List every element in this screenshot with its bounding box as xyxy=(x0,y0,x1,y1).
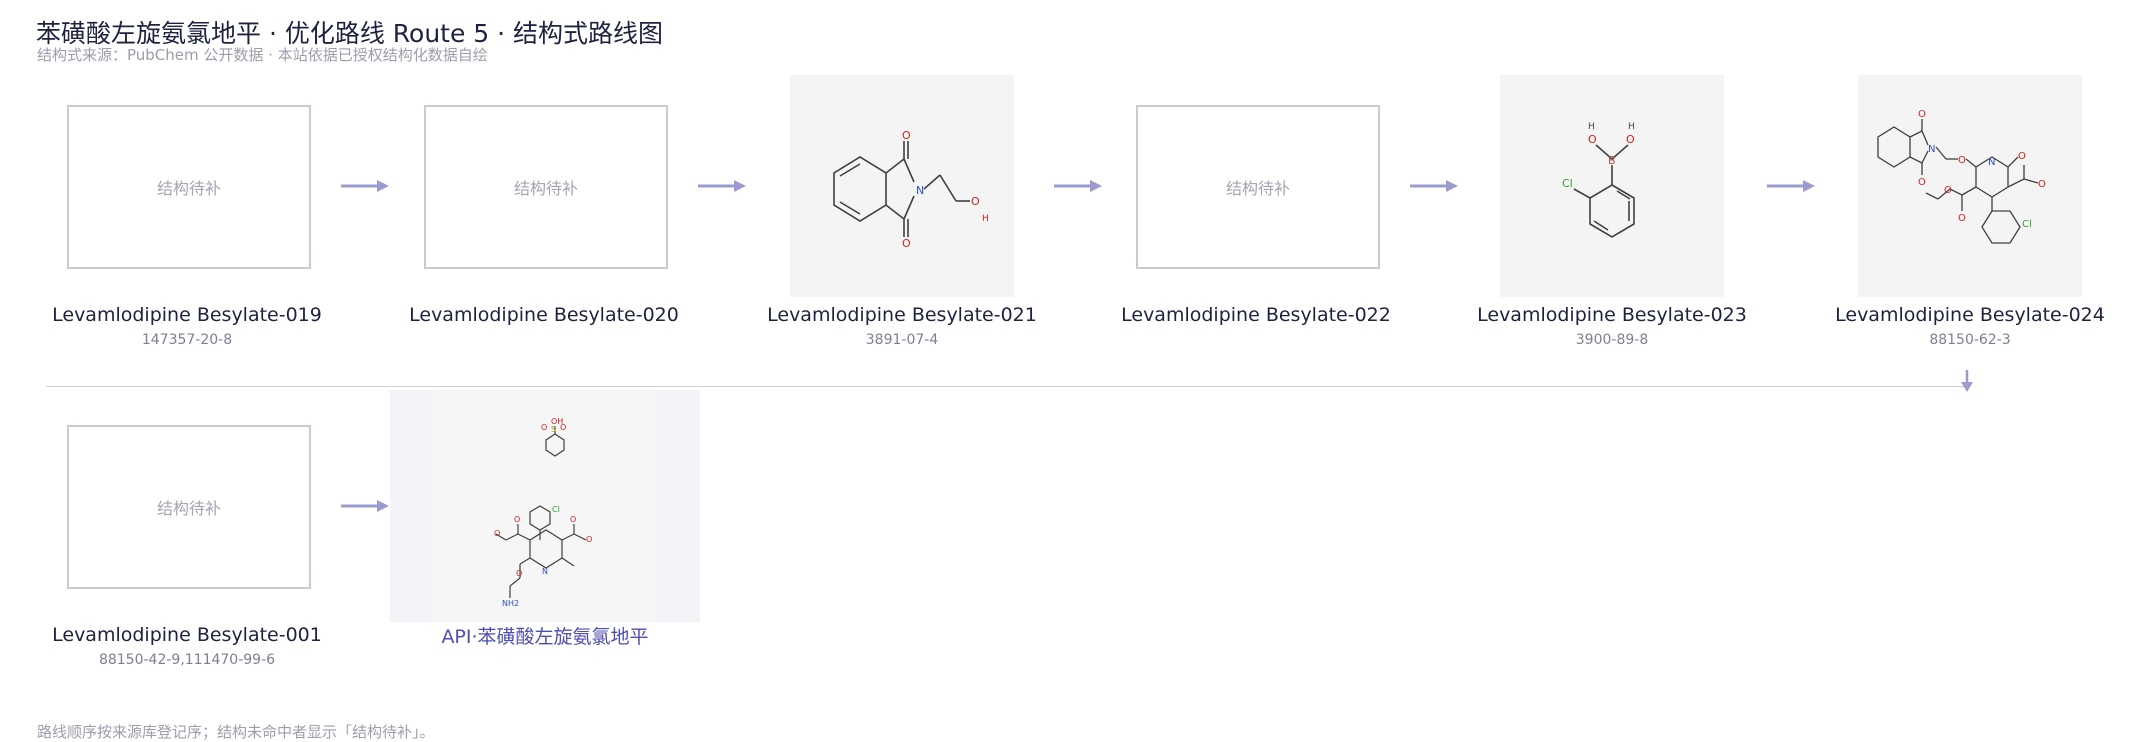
svg-text:O: O xyxy=(494,529,500,538)
route-node-021[interactable]: N O O O H Levamlodipine Besylate-021 389… xyxy=(752,75,1052,355)
svg-text:OH: OH xyxy=(551,417,563,426)
svg-text:O: O xyxy=(1944,185,1952,196)
placeholder-label: 结构待补 xyxy=(156,499,221,518)
placeholder-label: 结构待补 xyxy=(1225,179,1290,198)
svg-text:O: O xyxy=(586,535,592,544)
svg-text:N: N xyxy=(542,567,548,576)
structure-image-phthalimido-amlodipine: N O O O N O O O O Cl xyxy=(1858,75,2082,297)
svg-text:O: O xyxy=(514,515,520,524)
compound-name: Levamlodipine Besylate-019 xyxy=(52,304,322,326)
svg-text:Cl: Cl xyxy=(1562,177,1573,190)
svg-text:O: O xyxy=(902,129,911,142)
compound-name: Levamlodipine Besylate-001 xyxy=(52,624,322,646)
svg-text:O: O xyxy=(516,569,522,578)
svg-text:S: S xyxy=(551,425,556,434)
compound-name: Levamlodipine Besylate-023 xyxy=(1477,304,1747,326)
structure-image-levamlodipine-besylate: OH O S O Cl O O O O N O NH2 xyxy=(390,390,700,622)
svg-text:O: O xyxy=(1588,133,1597,146)
footnote: 路线顺序按来源库登记序；结构未命中者显示「结构待补」。 xyxy=(37,723,435,741)
route-node-019[interactable]: 结构待补 Levamlodipine Besylate-019 147357-2… xyxy=(37,75,337,355)
compound-name: Levamlodipine Besylate-022 xyxy=(1121,304,1391,326)
svg-text:O: O xyxy=(1918,109,1926,120)
structure-placeholder: 结构待补 xyxy=(67,105,311,269)
svg-text:H: H xyxy=(1588,122,1595,132)
route-arrow-right xyxy=(698,180,746,192)
route-node-001[interactable]: 结构待补 Levamlodipine Besylate-001 88150-42… xyxy=(37,395,337,675)
svg-text:N: N xyxy=(1928,144,1935,155)
row-connector-line xyxy=(46,386,1970,387)
placeholder-label: 结构待补 xyxy=(513,179,578,198)
route-arrow-right xyxy=(1767,180,1815,192)
svg-text:O: O xyxy=(1958,213,1966,224)
svg-text:O: O xyxy=(2038,179,2046,190)
route-arrow-right xyxy=(1054,180,1102,192)
structure-placeholder: 结构待补 xyxy=(424,105,668,269)
placeholder-label: 结构待补 xyxy=(156,179,221,198)
cas-number: 3900-89-8 xyxy=(1575,332,1649,348)
page-title: 苯磺酸左旋氨氯地平 · 优化路线 Route 5 · 结构式路线图 xyxy=(36,19,664,48)
structure-placeholder: 结构待补 xyxy=(67,425,311,589)
svg-text:O: O xyxy=(902,237,911,250)
svg-text:O: O xyxy=(971,195,980,208)
route-node-024[interactable]: N O O O N O O O O Cl Levamlodipine Besyl… xyxy=(1820,75,2120,355)
svg-text:O: O xyxy=(560,423,566,432)
svg-text:Cl: Cl xyxy=(552,505,560,514)
svg-text:H: H xyxy=(982,214,989,224)
cas-number: 147357-20-8 xyxy=(141,332,233,348)
structure-image-phthalimide-ethanol: N O O O H xyxy=(790,75,1014,297)
cas-number: 88150-42-9,111470-99-6 xyxy=(98,652,276,668)
svg-text:N: N xyxy=(916,184,924,197)
compound-name: Levamlodipine Besylate-024 xyxy=(1835,304,2105,326)
svg-text:B: B xyxy=(1608,154,1616,167)
compound-name: Levamlodipine Besylate-021 xyxy=(767,304,1037,326)
svg-text:O: O xyxy=(1918,177,1926,188)
svg-text:O: O xyxy=(541,423,547,432)
svg-text:Cl: Cl xyxy=(2022,219,2032,230)
svg-text:O: O xyxy=(570,515,576,524)
svg-text:O: O xyxy=(2018,151,2026,162)
cas-number: 88150-62-3 xyxy=(1929,332,2011,348)
cas-number: 3891-07-4 xyxy=(865,332,939,348)
route-node-023[interactable]: B O O H H Cl Levamlodipine Besylate-023 … xyxy=(1462,75,1762,355)
route-arrow-right xyxy=(341,180,389,192)
svg-text:O: O xyxy=(1958,155,1966,166)
svg-text:O: O xyxy=(1626,133,1635,146)
route-node-022[interactable]: 结构待补 Levamlodipine Besylate-022 xyxy=(1106,75,1406,355)
route-arrow-right xyxy=(341,500,389,512)
route-arrow-right xyxy=(1410,180,1458,192)
api-label: API·苯磺酸左旋氨氯地平 xyxy=(441,626,649,648)
structure-placeholder: 结构待补 xyxy=(1136,105,1380,269)
page-subtitle: 结构式来源：PubChem 公开数据 · 本站依据已授权结构化数据自绘 xyxy=(37,46,488,64)
api-node[interactable]: OH O S O Cl O O O O N O NH2 API·苯磺酸左旋氨氯地… xyxy=(390,390,700,680)
structure-image-chlorophenylboronic-acid: B O O H H Cl xyxy=(1500,75,1724,297)
compound-name: Levamlodipine Besylate-020 xyxy=(409,304,679,326)
svg-text:N: N xyxy=(1988,157,1995,168)
svg-text:NH2: NH2 xyxy=(502,599,519,608)
row-connector-arrow xyxy=(1960,370,1974,394)
route-node-020[interactable]: 结构待补 Levamlodipine Besylate-020 xyxy=(394,75,694,355)
svg-text:H: H xyxy=(1628,122,1635,132)
